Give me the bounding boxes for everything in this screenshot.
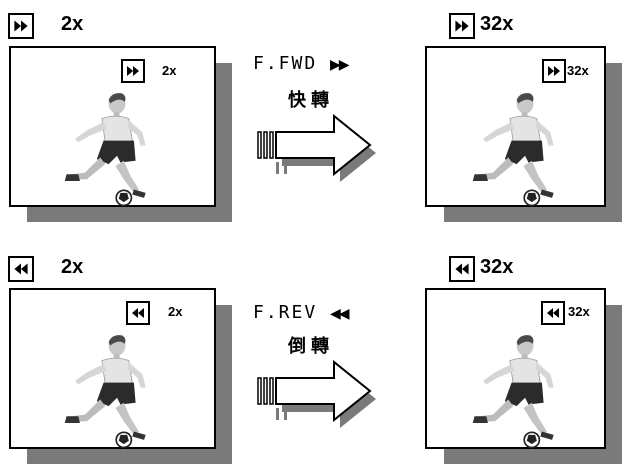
fast-forward-icon (542, 59, 566, 83)
speed-label-rev-32x: 32x (480, 256, 514, 278)
rewind-icon (8, 256, 34, 282)
rewind-icon: ◀◀ (330, 306, 349, 322)
rewind-icon (449, 256, 475, 282)
mode-label-rev: F.REV ◀◀ (253, 302, 350, 323)
speed-label-rev-2x: 2x (61, 256, 84, 278)
fast-forward-icon (449, 13, 475, 39)
screen-rev-32x: 32x (425, 288, 606, 449)
soccer-player-image (59, 332, 165, 450)
caption-rev: 倒轉 (288, 336, 334, 357)
soccer-player-image (467, 90, 573, 208)
soccer-player-image (467, 332, 573, 450)
soccer-player-image (59, 90, 165, 208)
screen-rev-2x: 2x (9, 288, 216, 449)
mode-text: F.FWD (253, 53, 318, 74)
osd-speed-label: 2x (162, 63, 177, 78)
rewind-icon (126, 301, 150, 325)
screen-fwd-32x: 32x (425, 46, 606, 207)
osd-speed-label: 2x (168, 304, 183, 319)
caption-fwd: 快轉 (288, 90, 334, 111)
fast-forward-icon (121, 59, 145, 83)
fast-forward-icon (8, 13, 34, 39)
speed-label-fwd-32x: 32x (480, 13, 514, 35)
direction-arrow (257, 113, 376, 182)
rewind-icon (541, 301, 565, 325)
osd-speed-label: 32x (567, 63, 589, 78)
screen-fwd-2x: 2x (9, 46, 216, 207)
mode-label-fwd: F.FWD ▶▶ (253, 53, 350, 74)
direction-arrow (257, 359, 376, 428)
osd-speed-label: 32x (568, 304, 590, 319)
speed-label-fwd-2x: 2x (61, 13, 84, 35)
fast-forward-icon: ▶▶ (330, 57, 349, 73)
mode-text: F.REV (253, 302, 318, 323)
